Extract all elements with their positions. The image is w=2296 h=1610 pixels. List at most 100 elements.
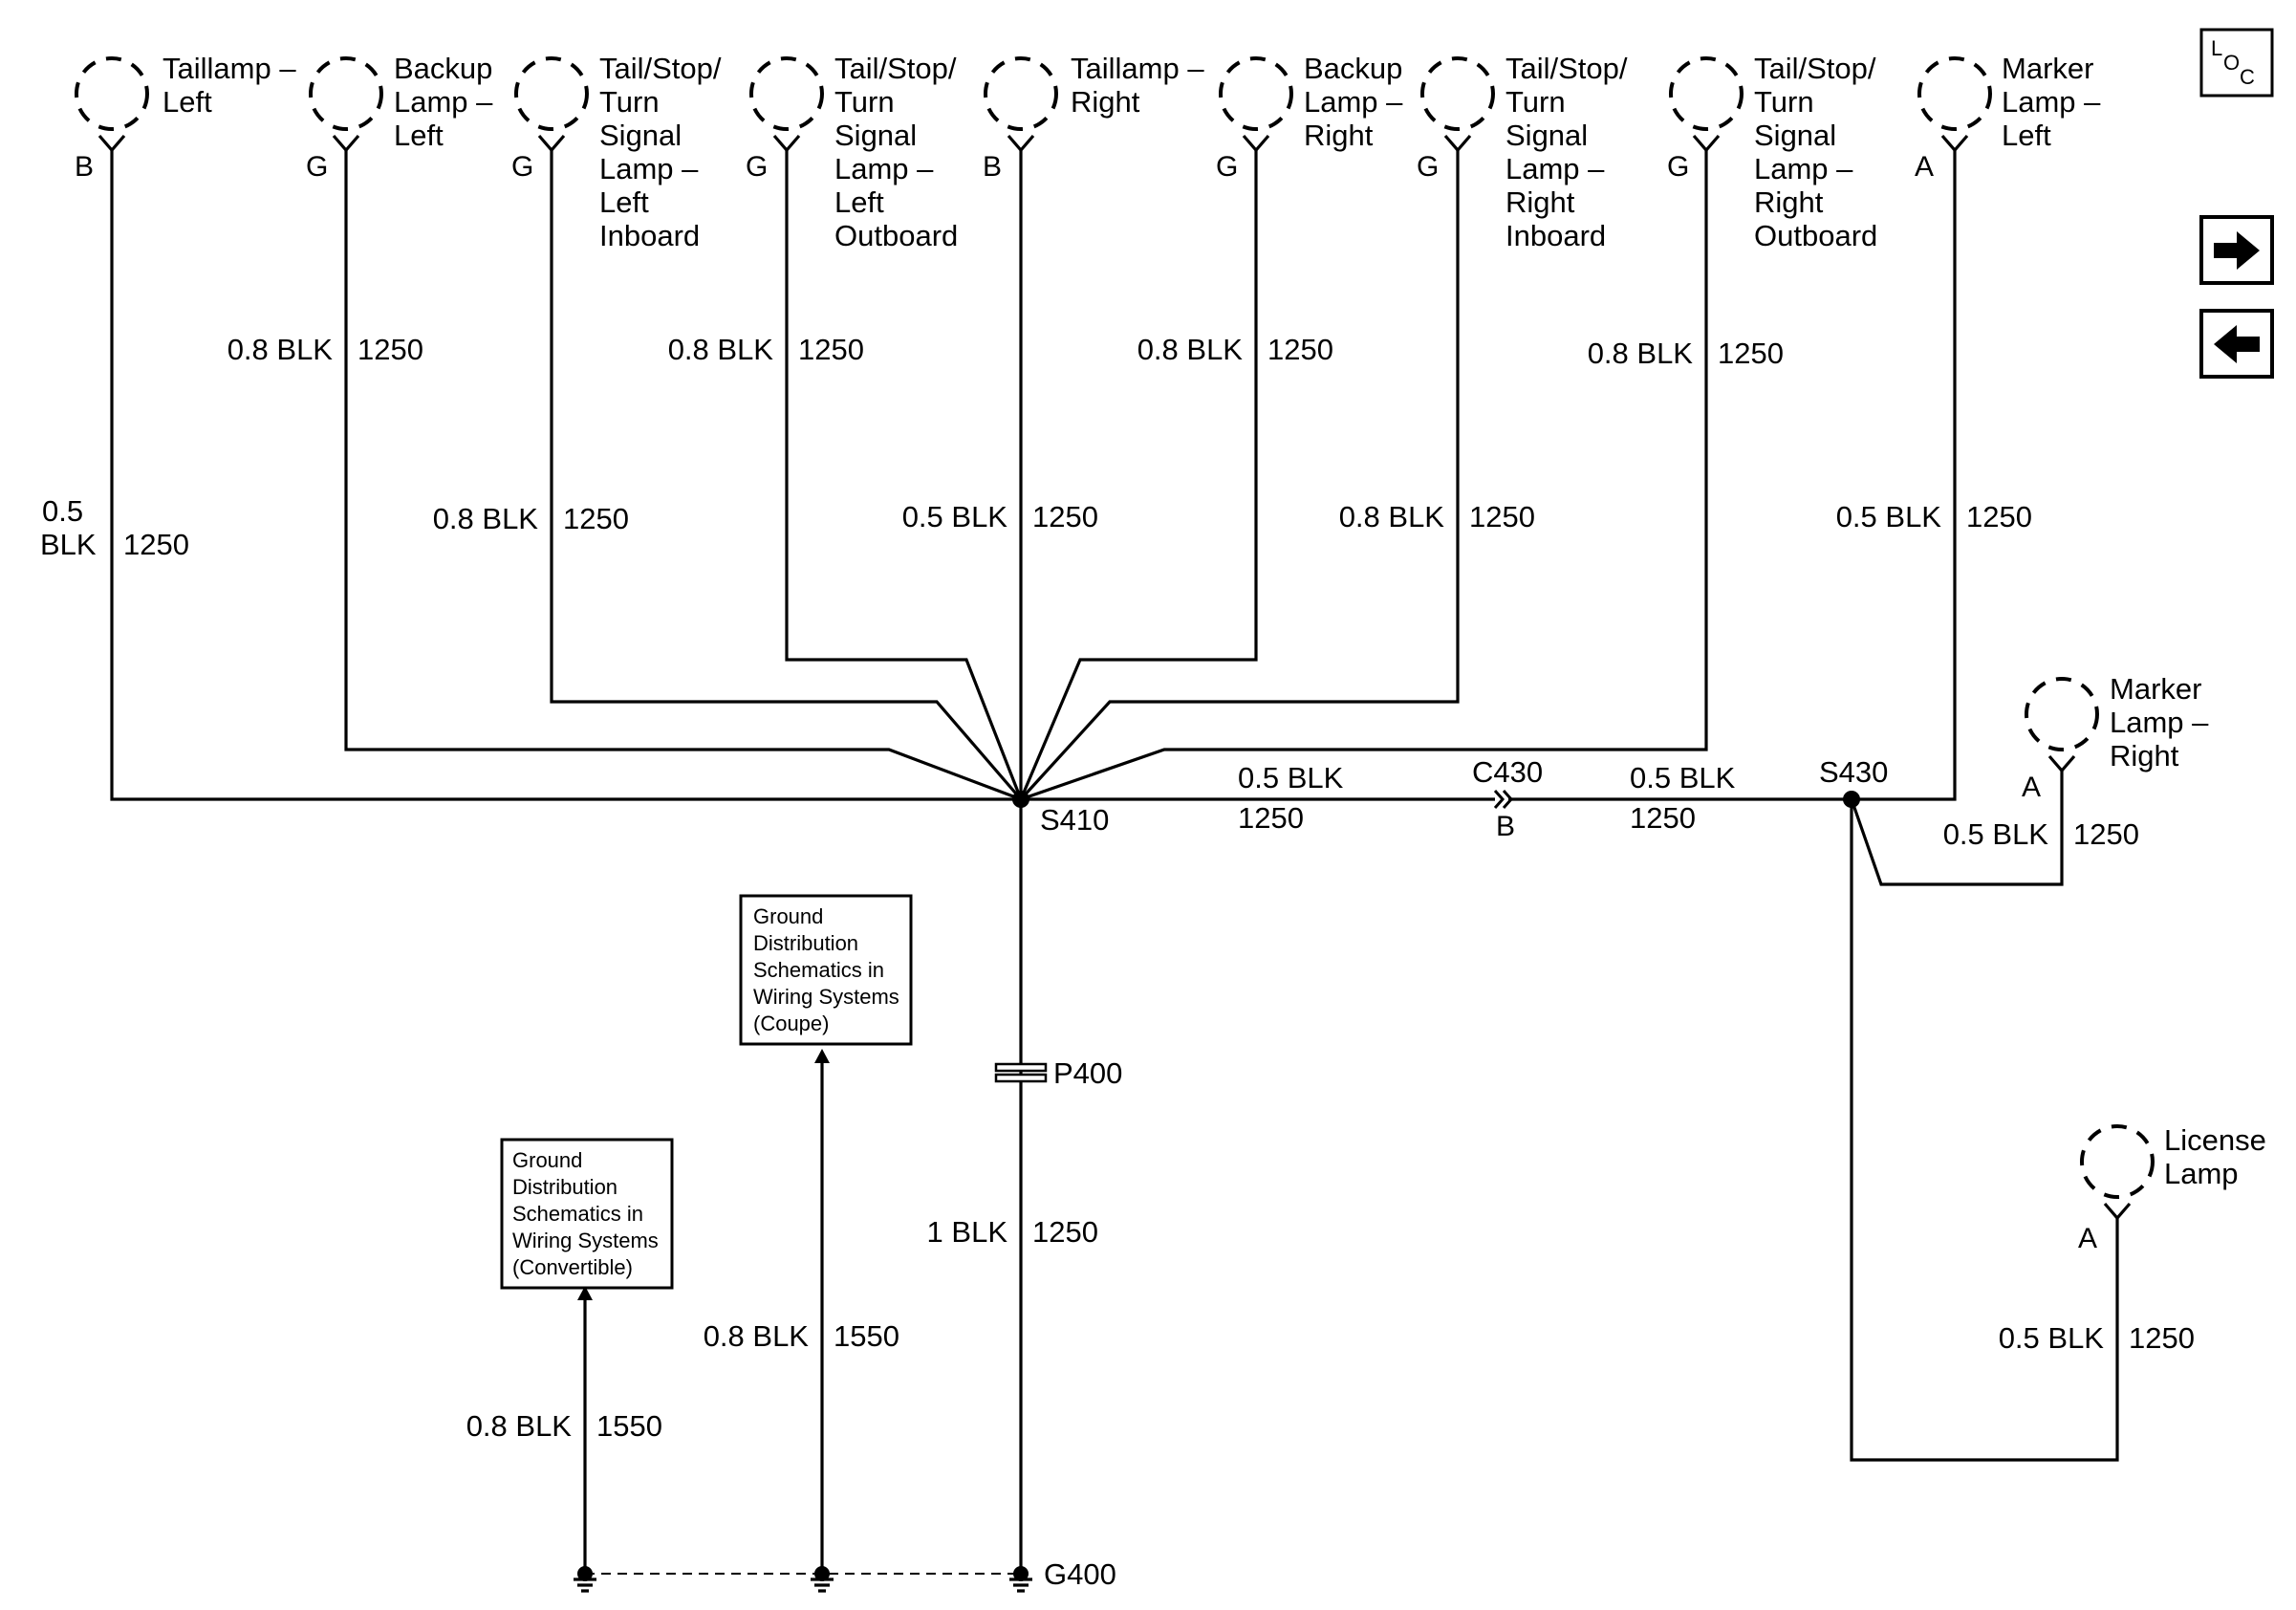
ref-box-line: (Convertible) xyxy=(512,1255,633,1279)
lamp-name-line: Backup xyxy=(1304,52,1402,85)
wire-spec: 0.5 BLK xyxy=(902,500,1008,533)
ground-label: G400 xyxy=(1044,1557,1116,1591)
lamp-name-line: Outboard xyxy=(1754,219,1877,252)
lamp-name-line: Left xyxy=(162,85,212,119)
ref-box-convertible[interactable]: Ground Distribution Schematics in Wiring… xyxy=(500,1138,674,1290)
loc-letter: L xyxy=(2211,36,2222,60)
ground-g400[interactable]: G400 xyxy=(1009,1557,1116,1593)
lamp-pin: G xyxy=(1216,151,1238,183)
next-button[interactable] xyxy=(2199,215,2274,285)
circuit-number: 1550 xyxy=(596,1409,662,1443)
wire-spec: 0.5 BLK xyxy=(1836,500,1942,533)
ref-box-line: Schematics in xyxy=(753,958,884,982)
wiring xyxy=(110,150,2119,1575)
lamp-backup-right[interactable]: Backup Lamp – Right G xyxy=(1216,52,1403,183)
lamp-name-line: Lamp – xyxy=(2002,85,2101,119)
wire-spec: 0.5 BLK xyxy=(1943,817,2049,851)
lamp-name-line: Right xyxy=(1304,119,1374,152)
lamp-name-line: Taillamp – xyxy=(162,52,296,85)
lamp-pin: A xyxy=(1915,151,1934,183)
lamp-name-line: Inboard xyxy=(1505,219,1606,252)
connector-label: C430 xyxy=(1472,755,1543,789)
lamp-pin: B xyxy=(983,151,1002,183)
ground-point-coupe xyxy=(811,1566,834,1593)
wire-tst-right-inboard xyxy=(1019,150,1460,801)
lamp-tail-stop-turn-left-inboard[interactable]: Tail/Stop/ Turn Signal Lamp – Left Inboa… xyxy=(511,52,722,252)
wire-marker-right xyxy=(1850,771,2064,886)
lamp-name-line: Inboard xyxy=(599,219,700,252)
lamp-license[interactable]: License Lamp A xyxy=(2078,1123,2266,1254)
ref-box-line: Distribution xyxy=(512,1175,617,1199)
lamp-pin: G xyxy=(1417,151,1439,183)
main-harness-wire xyxy=(110,150,1495,801)
lamp-marker-left[interactable]: Marker Lamp – Left A xyxy=(1915,52,2101,183)
ref-box-line: (Coupe) xyxy=(753,1012,829,1035)
lamp-name-line: Signal xyxy=(1505,119,1588,152)
lamp-name-line: Marker xyxy=(2110,672,2201,706)
wire-spec: 0.5 xyxy=(42,494,83,528)
ref-box-line: Wiring Systems xyxy=(512,1229,659,1252)
ref-box-coupe[interactable]: Ground Distribution Schematics in Wiring… xyxy=(739,894,913,1046)
ground-point-convertible xyxy=(574,1566,596,1593)
wire-spec: 0.8 BLK xyxy=(704,1319,810,1353)
lamp-name-line: Taillamp – xyxy=(1071,52,1204,85)
wire-spec: 1 BLK xyxy=(927,1215,1008,1249)
splice-s430[interactable]: S430 xyxy=(1819,755,1888,808)
loc-letter: C xyxy=(2240,65,2255,89)
lamp-name-line: Signal xyxy=(599,119,682,152)
wire-spec: 0.5 BLK xyxy=(1999,1321,2105,1355)
lamp-name-line: Lamp – xyxy=(2110,706,2209,739)
circuit-number: 1250 xyxy=(1469,500,1535,533)
lamp-name-line: Right xyxy=(2110,739,2179,772)
lamp-pin: G xyxy=(1667,151,1689,183)
wire-spec: 0.8 BLK xyxy=(668,333,774,366)
circuit-number: 1250 xyxy=(1267,333,1333,366)
wire-spec: BLK xyxy=(40,528,97,561)
arrow-up-icon xyxy=(577,1286,593,1300)
circuit-number: 1250 xyxy=(1032,1215,1098,1249)
lamp-name-line: Backup xyxy=(394,52,492,85)
loc-button[interactable]: L O C xyxy=(2199,28,2274,98)
lamp-name-line: Turn xyxy=(1754,85,1814,119)
lamp-tail-stop-turn-right-inboard[interactable]: Tail/Stop/ Turn Signal Lamp – Right Inbo… xyxy=(1417,52,1628,252)
lamp-name-line: Tail/Stop/ xyxy=(599,52,722,85)
lamp-name-line: Lamp xyxy=(2164,1157,2239,1190)
circuit-number: 1250 xyxy=(123,528,189,561)
lamp-name-line: Right xyxy=(1071,85,1140,119)
wire-backup-left xyxy=(344,150,1022,801)
wire-tst-left-inboard xyxy=(550,150,1023,801)
lamp-name-line: Turn xyxy=(834,85,895,119)
lamp-taillamp-left[interactable]: Taillamp – Left B xyxy=(75,52,296,183)
loc-letter: O xyxy=(2223,51,2240,75)
arrow-right-icon xyxy=(2214,231,2260,270)
circuit-number: 1250 xyxy=(1718,337,1784,370)
ref-box-line: Wiring Systems xyxy=(753,985,899,1009)
circuit-number: 1250 xyxy=(2073,817,2139,851)
lamp-name-line: Tail/Stop/ xyxy=(1505,52,1628,85)
pass-through-p400[interactable]: P400 xyxy=(994,1056,1122,1090)
circuit-number: 1250 xyxy=(2129,1321,2195,1355)
wire-spec: 0.5 BLK xyxy=(1630,761,1736,794)
wire-spec: 0.8 BLK xyxy=(1137,333,1244,366)
circuit-number: 1550 xyxy=(834,1319,899,1353)
circuit-number: 1250 xyxy=(563,502,629,535)
lamp-tail-stop-turn-right-outboard[interactable]: Tail/Stop/ Turn Signal Lamp – Right Outb… xyxy=(1667,52,1877,252)
connector-c430[interactable]: C430 B xyxy=(1472,755,1543,842)
lamp-name-line: Left xyxy=(834,185,884,219)
lamp-name-line: Lamp – xyxy=(1304,85,1403,119)
lamp-name-line: License xyxy=(2164,1123,2266,1157)
lamp-pin: G xyxy=(511,151,533,183)
circuit-number: 1250 xyxy=(357,333,423,366)
lamp-name-line: Marker xyxy=(2002,52,2093,85)
splice-s410[interactable]: S410 xyxy=(1012,791,1109,837)
lamp-backup-left[interactable]: Backup Lamp – Left G xyxy=(306,52,493,183)
arrow-up-icon xyxy=(814,1049,830,1063)
wire-tst-right-outboard xyxy=(1020,150,1708,801)
lamp-tail-stop-turn-left-outboard[interactable]: Tail/Stop/ Turn Signal Lamp – Left Outbo… xyxy=(746,52,958,252)
lamp-taillamp-right[interactable]: Taillamp – Right B xyxy=(983,52,1204,183)
lamp-marker-right[interactable]: Marker Lamp – Right A xyxy=(2022,672,2209,803)
lamp-pin: B xyxy=(75,151,94,183)
arrow-left-icon xyxy=(2214,325,2260,363)
prev-button[interactable] xyxy=(2199,309,2274,379)
